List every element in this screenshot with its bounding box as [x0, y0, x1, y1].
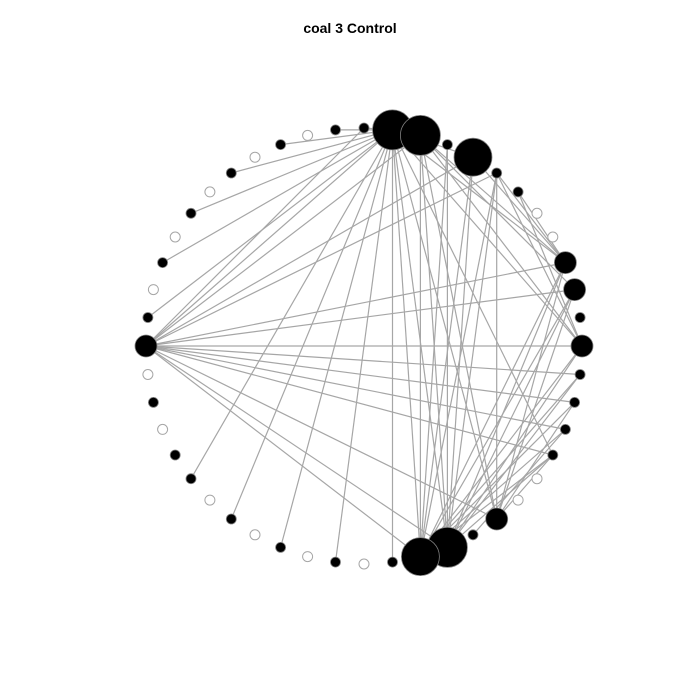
graph-node: [275, 542, 287, 553]
node-layer: [134, 109, 594, 576]
graph-node-hollow: [142, 369, 154, 380]
graph-node: [169, 449, 181, 461]
graph-node-hollow: [512, 494, 524, 506]
graph-edge: [391, 129, 421, 557]
graph-node: [275, 139, 287, 151]
graph-edge: [496, 172, 566, 263]
graph-node: [467, 529, 479, 541]
graph-edge: [446, 262, 566, 548]
graph-edge: [145, 172, 497, 347]
graph-edge: [446, 157, 474, 548]
graph-node: [330, 556, 341, 568]
graph-edge: [419, 345, 583, 557]
graph-edge: [472, 156, 566, 263]
graph-edge: [419, 144, 448, 557]
graph-edge: [496, 289, 576, 520]
graph-edge: [496, 402, 576, 520]
graph-node-hollow: [249, 529, 261, 541]
graph-node-hollow: [531, 207, 543, 219]
graph-edge: [145, 262, 566, 347]
graph-edge: [419, 172, 498, 557]
graph-node-hollow: [204, 494, 216, 506]
graph-node-hollow: [204, 186, 216, 198]
graph-edge: [190, 129, 393, 214]
graph-node: [225, 513, 237, 525]
graph-node: [560, 423, 571, 435]
graph-node: [330, 124, 341, 136]
graph-node: [574, 369, 586, 380]
graph-node: [512, 186, 524, 198]
graph-edge: [145, 289, 575, 347]
graph-node: [485, 507, 509, 531]
graph-edge: [230, 129, 394, 520]
graph-node: [563, 278, 586, 302]
graph-node-hollow: [169, 231, 181, 243]
graph-edge: [145, 156, 474, 347]
page-title: coal 3 Control: [303, 20, 397, 36]
graph-edge: [392, 129, 583, 347]
graph-edge: [517, 191, 583, 347]
graph-edge: [145, 345, 566, 430]
graph-edge: [419, 135, 448, 548]
graph-node-hollow: [302, 129, 314, 141]
graph-edge: [334, 129, 394, 563]
graph-node: [399, 114, 441, 156]
graph-edge: [419, 289, 576, 557]
graph-edge: [145, 345, 448, 548]
graph-edge: [145, 345, 553, 456]
graph-edge: [162, 129, 393, 264]
graph-node: [400, 537, 440, 576]
graph-node: [569, 396, 580, 408]
graph-node: [441, 139, 453, 151]
graph-edge: [145, 134, 421, 347]
graph-node: [157, 257, 169, 269]
graph-edge: [496, 454, 554, 520]
graph-edge: [419, 262, 566, 557]
graph-node: [554, 251, 577, 275]
graph-edge: [145, 129, 393, 347]
graph-edge: [147, 129, 393, 318]
graph-node-hollow: [302, 551, 314, 563]
graph-node: [147, 396, 159, 408]
graph-edge: [419, 374, 581, 557]
graph-node-hollow: [547, 231, 559, 243]
graph-edge: [145, 345, 581, 376]
graph-edge: [145, 345, 421, 558]
graph-edge: [517, 191, 566, 263]
graph-edge: [145, 127, 365, 347]
graph-node-hollow: [147, 284, 159, 296]
graph-edge: [447, 454, 554, 548]
graph-node: [185, 473, 197, 485]
graph-node: [570, 334, 594, 358]
graph-edge: [280, 129, 394, 548]
graph-edge: [190, 129, 394, 480]
graph-edge: [231, 129, 393, 174]
graph-edge: [145, 345, 497, 520]
graph-node: [185, 207, 197, 219]
graph-node-hollow: [157, 423, 169, 435]
graph-node: [134, 334, 158, 358]
graph-edge: [419, 157, 474, 557]
graph-node: [491, 167, 503, 179]
graph-node: [574, 312, 586, 323]
graph-node: [453, 137, 493, 177]
graph-node-hollow: [531, 473, 543, 485]
graph-node: [358, 122, 370, 134]
graph-edge: [419, 135, 498, 520]
graph-node: [547, 449, 559, 461]
graph-edge: [419, 135, 583, 347]
graph-edge: [496, 262, 566, 520]
graph-node-hollow: [358, 558, 370, 570]
graph-edge: [446, 345, 583, 548]
graph-node: [387, 556, 398, 568]
graph-node: [142, 312, 154, 323]
graph-node: [225, 167, 237, 179]
graph-edge: [496, 172, 583, 347]
graph-edge: [446, 289, 576, 548]
graph-node-hollow: [249, 151, 261, 163]
edge-layer: [145, 127, 583, 563]
